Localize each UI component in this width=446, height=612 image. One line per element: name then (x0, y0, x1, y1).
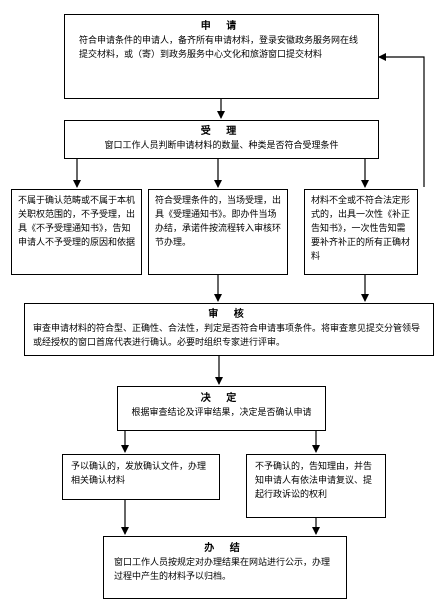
accept-box: 受 理 窗口工作人员判断申请材料的数量、种类是否符合受理条件 (64, 120, 379, 159)
branch-accepted-box: 符合受理条件的，当场受理，出具《受理通知书》。即办件当场办结，承诺件按流程转入审… (148, 189, 288, 275)
review-text: 审查申请材料的符合型、正确性、合法性，判定是否符合申请事项条件。将审查意见提交分… (33, 324, 421, 348)
confirm-yes-box: 予以确认的，发放确认文件，办理相关确认材料 (62, 454, 220, 500)
accept-title: 受 理 (200, 126, 243, 137)
finish-text: 窗口工作人员按规定对办理结果在网站进行公示，办理过程中产生的材料予以归档。 (114, 558, 331, 582)
decide-box: 决 定 根据审查结论及评审结果，决定是否确认申请 (117, 386, 326, 431)
decide-title: 决 定 (200, 393, 243, 404)
review-title: 审 核 (208, 309, 250, 320)
accept-text: 窗口工作人员判断申请材料的数量、种类是否符合受理条件 (104, 141, 339, 151)
finish-box: 办 结 窗口工作人员按规定对办理结果在网站进行公示，办理过程中产生的材料予以归档… (103, 536, 347, 599)
confirm-no-text: 不予确认的，告知理由，并告知申请人有依法申请复议、提起行政诉讼的权利 (255, 462, 373, 500)
arrow-right-branch-back-to-apply (378, 53, 425, 187)
finish-title: 办 结 (204, 543, 246, 554)
branch-supplement-box: 材料不全或不符合法定形式的，出具一次性《补正告知书》，一次性告知需要补齐补正的所… (304, 189, 418, 275)
confirm-yes-text: 予以确认的，发放确认文件，办理相关确认材料 (71, 462, 207, 486)
apply-box: 申 请 符合申请条件的申请人，备齐所有申请材料，登录安徽政务服务网在线提交材料，… (64, 14, 379, 99)
decide-text: 根据审查结论及评审结果，决定是否确认申请 (131, 408, 312, 418)
branch-not-accepted-box: 不属于确认范畴或不属于本机关职权范围的，不予受理，出具《不予受理通知书》，告知申… (11, 189, 142, 275)
review-box: 审 核 审查申请材料的符合型、正确性、合法性，判定是否符合申请事项条件。将审查意… (24, 303, 434, 356)
confirm-no-box: 不予确认的，告知理由，并告知申请人有依法申请复议、提起行政诉讼的权利 (246, 454, 386, 518)
apply-title: 申 请 (200, 21, 243, 32)
apply-text: 符合申请条件的申请人，备齐所有申请材料，登录安徽政务服务网在线提交材料，或（寄）… (79, 36, 359, 60)
branch-supplement-text: 材料不全或不符合法定形式的，出具一次性《补正告知书》，一次性告知需要补齐补正的所… (311, 196, 411, 262)
branch-accepted-text: 符合受理条件的，当场受理，出具《受理通知书》。即办件当场办结，承诺件按流程转入审… (155, 196, 282, 248)
branch-not-accepted-text: 不属于确认范畴或不属于本机关职权范围的，不予受理，出具《不予受理通知书》，告知申… (18, 196, 136, 248)
